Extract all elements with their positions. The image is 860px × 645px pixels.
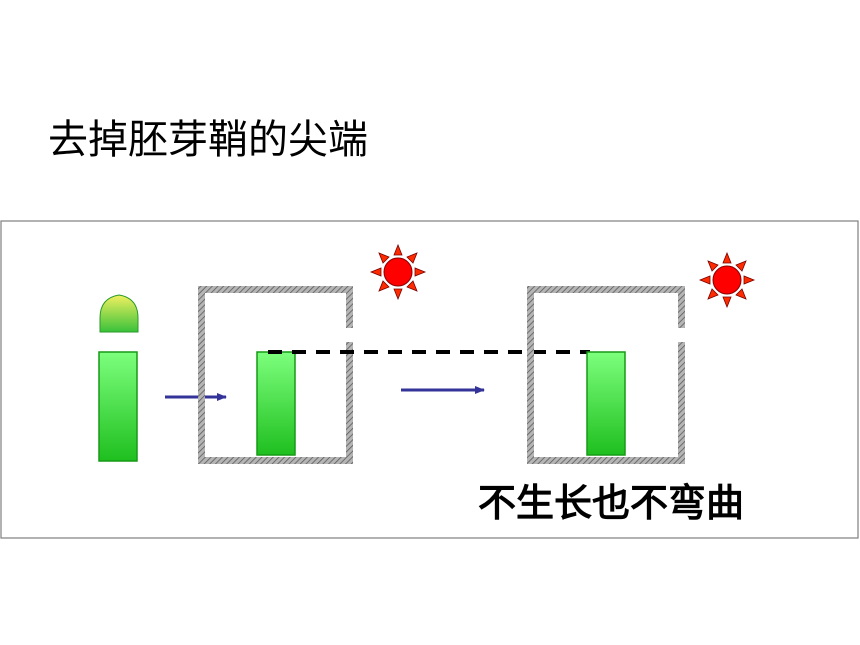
- sun-icon: [698, 251, 756, 309]
- result-caption: 不生长也不弯曲: [478, 481, 745, 525]
- coleoptile-decapitated-2: [586, 351, 626, 456]
- diagram-panel-border: [0, 220, 859, 539]
- sun-icon: [369, 243, 427, 301]
- coleoptile-intact: [98, 294, 139, 462]
- coleoptile-tip: [99, 294, 139, 333]
- coleoptile-decapitated-1: [256, 351, 296, 456]
- light-box-2: [527, 286, 685, 464]
- coleoptile-stem: [98, 351, 138, 462]
- slide-title: 去掉胚芽鞘的尖端: [48, 117, 368, 163]
- light-box-1: [198, 286, 353, 464]
